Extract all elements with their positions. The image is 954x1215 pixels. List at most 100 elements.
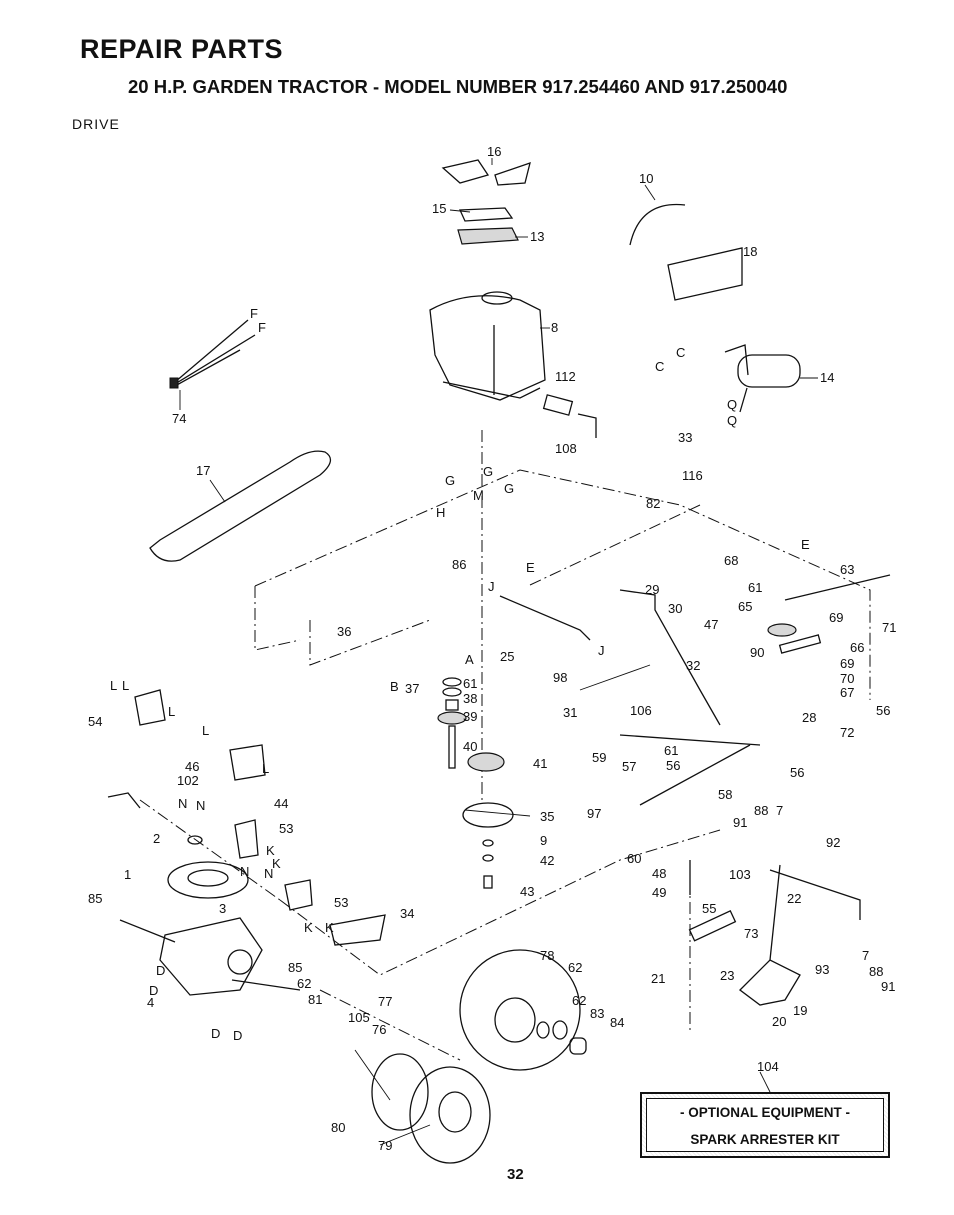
- callout: 33: [678, 430, 692, 445]
- callout: 106: [630, 703, 652, 718]
- callout: 8: [551, 320, 558, 335]
- callout: 83: [590, 1006, 604, 1021]
- engine-part: [429, 291, 546, 401]
- linkage-part: [499, 574, 891, 1006]
- callout: 58: [718, 787, 732, 802]
- seat-pad-part: [441, 159, 743, 301]
- ref-letter: K: [266, 843, 275, 858]
- callout: 10: [639, 171, 653, 186]
- callout: 47: [704, 617, 718, 632]
- ref-letter: D: [233, 1028, 242, 1043]
- callout: 73: [744, 926, 758, 941]
- callout: 19: [793, 1003, 807, 1018]
- callout: 116: [682, 468, 703, 483]
- callout: 9: [540, 833, 547, 848]
- ref-letter: L: [262, 761, 269, 776]
- callout: 31: [563, 705, 577, 720]
- callout: 4: [147, 995, 154, 1010]
- callout: 66: [850, 640, 864, 655]
- callout: 104: [757, 1059, 779, 1074]
- ref-letter: D: [149, 983, 158, 998]
- callout: 61: [664, 743, 678, 758]
- callout: 59: [592, 750, 606, 765]
- ref-letter: L: [168, 704, 175, 719]
- callout: 76: [372, 1022, 386, 1037]
- callout: 17: [196, 463, 210, 478]
- callout: 74: [172, 411, 186, 426]
- callout: 61: [748, 580, 762, 595]
- ref-letter: Q: [727, 397, 737, 412]
- callout: 62: [297, 976, 311, 991]
- ref-letter: G: [483, 464, 493, 479]
- callout: 1: [124, 867, 131, 882]
- callout: 80: [331, 1120, 345, 1135]
- callout: 91: [881, 979, 895, 994]
- callout: 85: [288, 960, 302, 975]
- callout: 97: [587, 806, 601, 821]
- callout: 84: [610, 1015, 624, 1030]
- callout: 56: [666, 758, 680, 773]
- page-subtitle: 20 H.P. GARDEN TRACTOR - MODEL NUMBER 91…: [128, 76, 788, 97]
- ref-letter: K: [272, 856, 281, 871]
- transaxle-part: [119, 861, 301, 996]
- ref-letter: L: [202, 723, 209, 738]
- ref-letter: B: [390, 679, 399, 694]
- ref-letter: A: [465, 652, 474, 667]
- callout: 21: [651, 971, 665, 986]
- callout: 30: [668, 601, 682, 616]
- cable-part: [169, 319, 256, 389]
- callout: 56: [876, 703, 890, 718]
- spark-arrester-kit-label: SPARK ARRESTER KIT: [690, 1132, 840, 1147]
- callout: 102: [177, 773, 199, 788]
- ref-letter: F: [250, 306, 258, 321]
- chassis-frame: [139, 430, 871, 1061]
- callout: 2: [153, 831, 160, 846]
- callout: 63: [840, 562, 854, 577]
- callout: 77: [378, 994, 392, 1009]
- callout: 32: [686, 658, 700, 673]
- callout: 62: [572, 993, 586, 1008]
- callout: 103: [729, 867, 751, 882]
- callout: 39: [463, 709, 477, 724]
- callout: 23: [720, 968, 734, 983]
- callout: 20: [772, 1014, 786, 1029]
- callout: 88: [869, 964, 883, 979]
- section-label: DRIVE: [72, 116, 120, 132]
- page-title: REPAIR PARTS: [80, 34, 284, 64]
- ref-letter: J: [488, 579, 495, 594]
- callout: 34: [400, 906, 414, 921]
- ref-letter: F: [258, 320, 266, 335]
- ref-letter: C: [676, 345, 685, 360]
- callout: 36: [337, 624, 351, 639]
- callout: 57: [622, 759, 636, 774]
- callout: 85: [88, 891, 102, 906]
- callout: 60: [627, 851, 641, 866]
- callout: 108: [555, 441, 577, 456]
- ref-letter: H: [436, 505, 445, 520]
- callout: 105: [348, 1010, 370, 1025]
- callout: 53: [334, 895, 348, 910]
- callout: 15: [432, 201, 446, 216]
- ref-letter: N: [178, 796, 187, 811]
- callout: 49: [652, 885, 666, 900]
- callout: 25: [500, 649, 514, 664]
- callout: 35: [540, 809, 554, 824]
- callout: 7: [862, 948, 869, 963]
- callout: 29: [645, 582, 659, 597]
- ref-letter: N: [196, 798, 205, 813]
- callout: 68: [724, 553, 738, 568]
- callout: 22: [787, 891, 801, 906]
- callout: 53: [279, 821, 293, 836]
- ref-letter: L: [110, 678, 117, 693]
- callout: 40: [463, 739, 477, 754]
- ref-letter: L: [122, 678, 129, 693]
- callout: 7: [776, 803, 783, 818]
- callout: 81: [308, 992, 322, 1007]
- wheels-part: [371, 949, 587, 1164]
- ref-letter: D: [156, 963, 165, 978]
- callout: 41: [533, 756, 547, 771]
- callout: 71: [882, 620, 896, 635]
- callout: 62: [568, 960, 582, 975]
- callout: 28: [802, 710, 816, 725]
